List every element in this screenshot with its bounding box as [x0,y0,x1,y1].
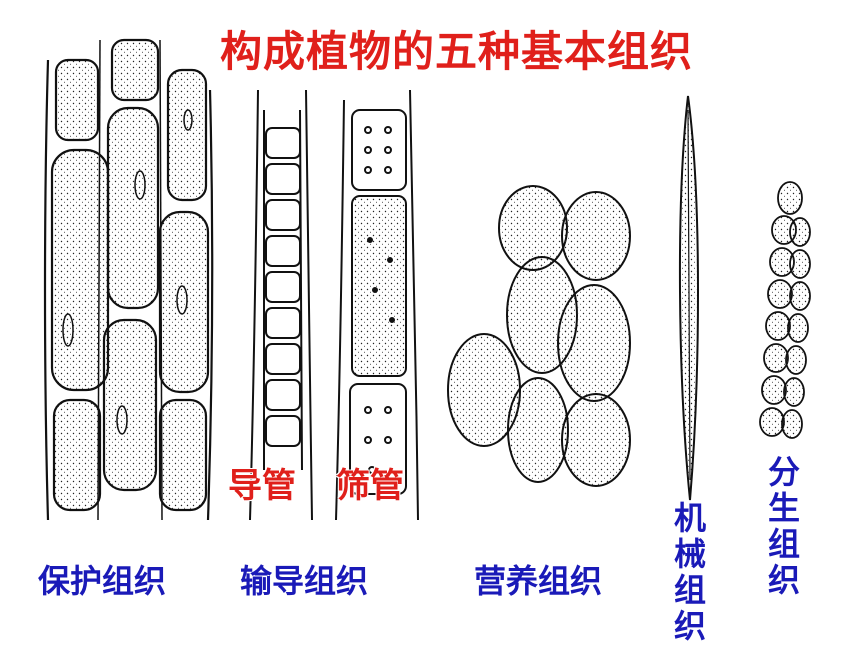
conductive-tissue-label: 输导组织 [240,562,369,600]
protective-tissue-label: 保护组织 [38,562,167,600]
mechanical-tissue-drawing [678,95,699,501]
sieve-tube-label: 筛管 [336,466,404,506]
mechanical-tissue-label: 机械组织 [673,500,706,645]
nutritive-tissue-label: 营养组织 [474,562,603,600]
meristematic-tissue-label: 分生组织 [767,453,800,599]
vessel-drawing [249,89,313,521]
vessel-label: 导管 [228,466,296,506]
protective-tissue-drawing [43,38,214,521]
sieve-tube-drawing [335,89,419,521]
page-title: 构成植物的五种基本组织 [220,27,694,76]
meristematic-tissue-drawing [759,181,811,439]
nutritive-tissue-drawing [447,185,631,487]
